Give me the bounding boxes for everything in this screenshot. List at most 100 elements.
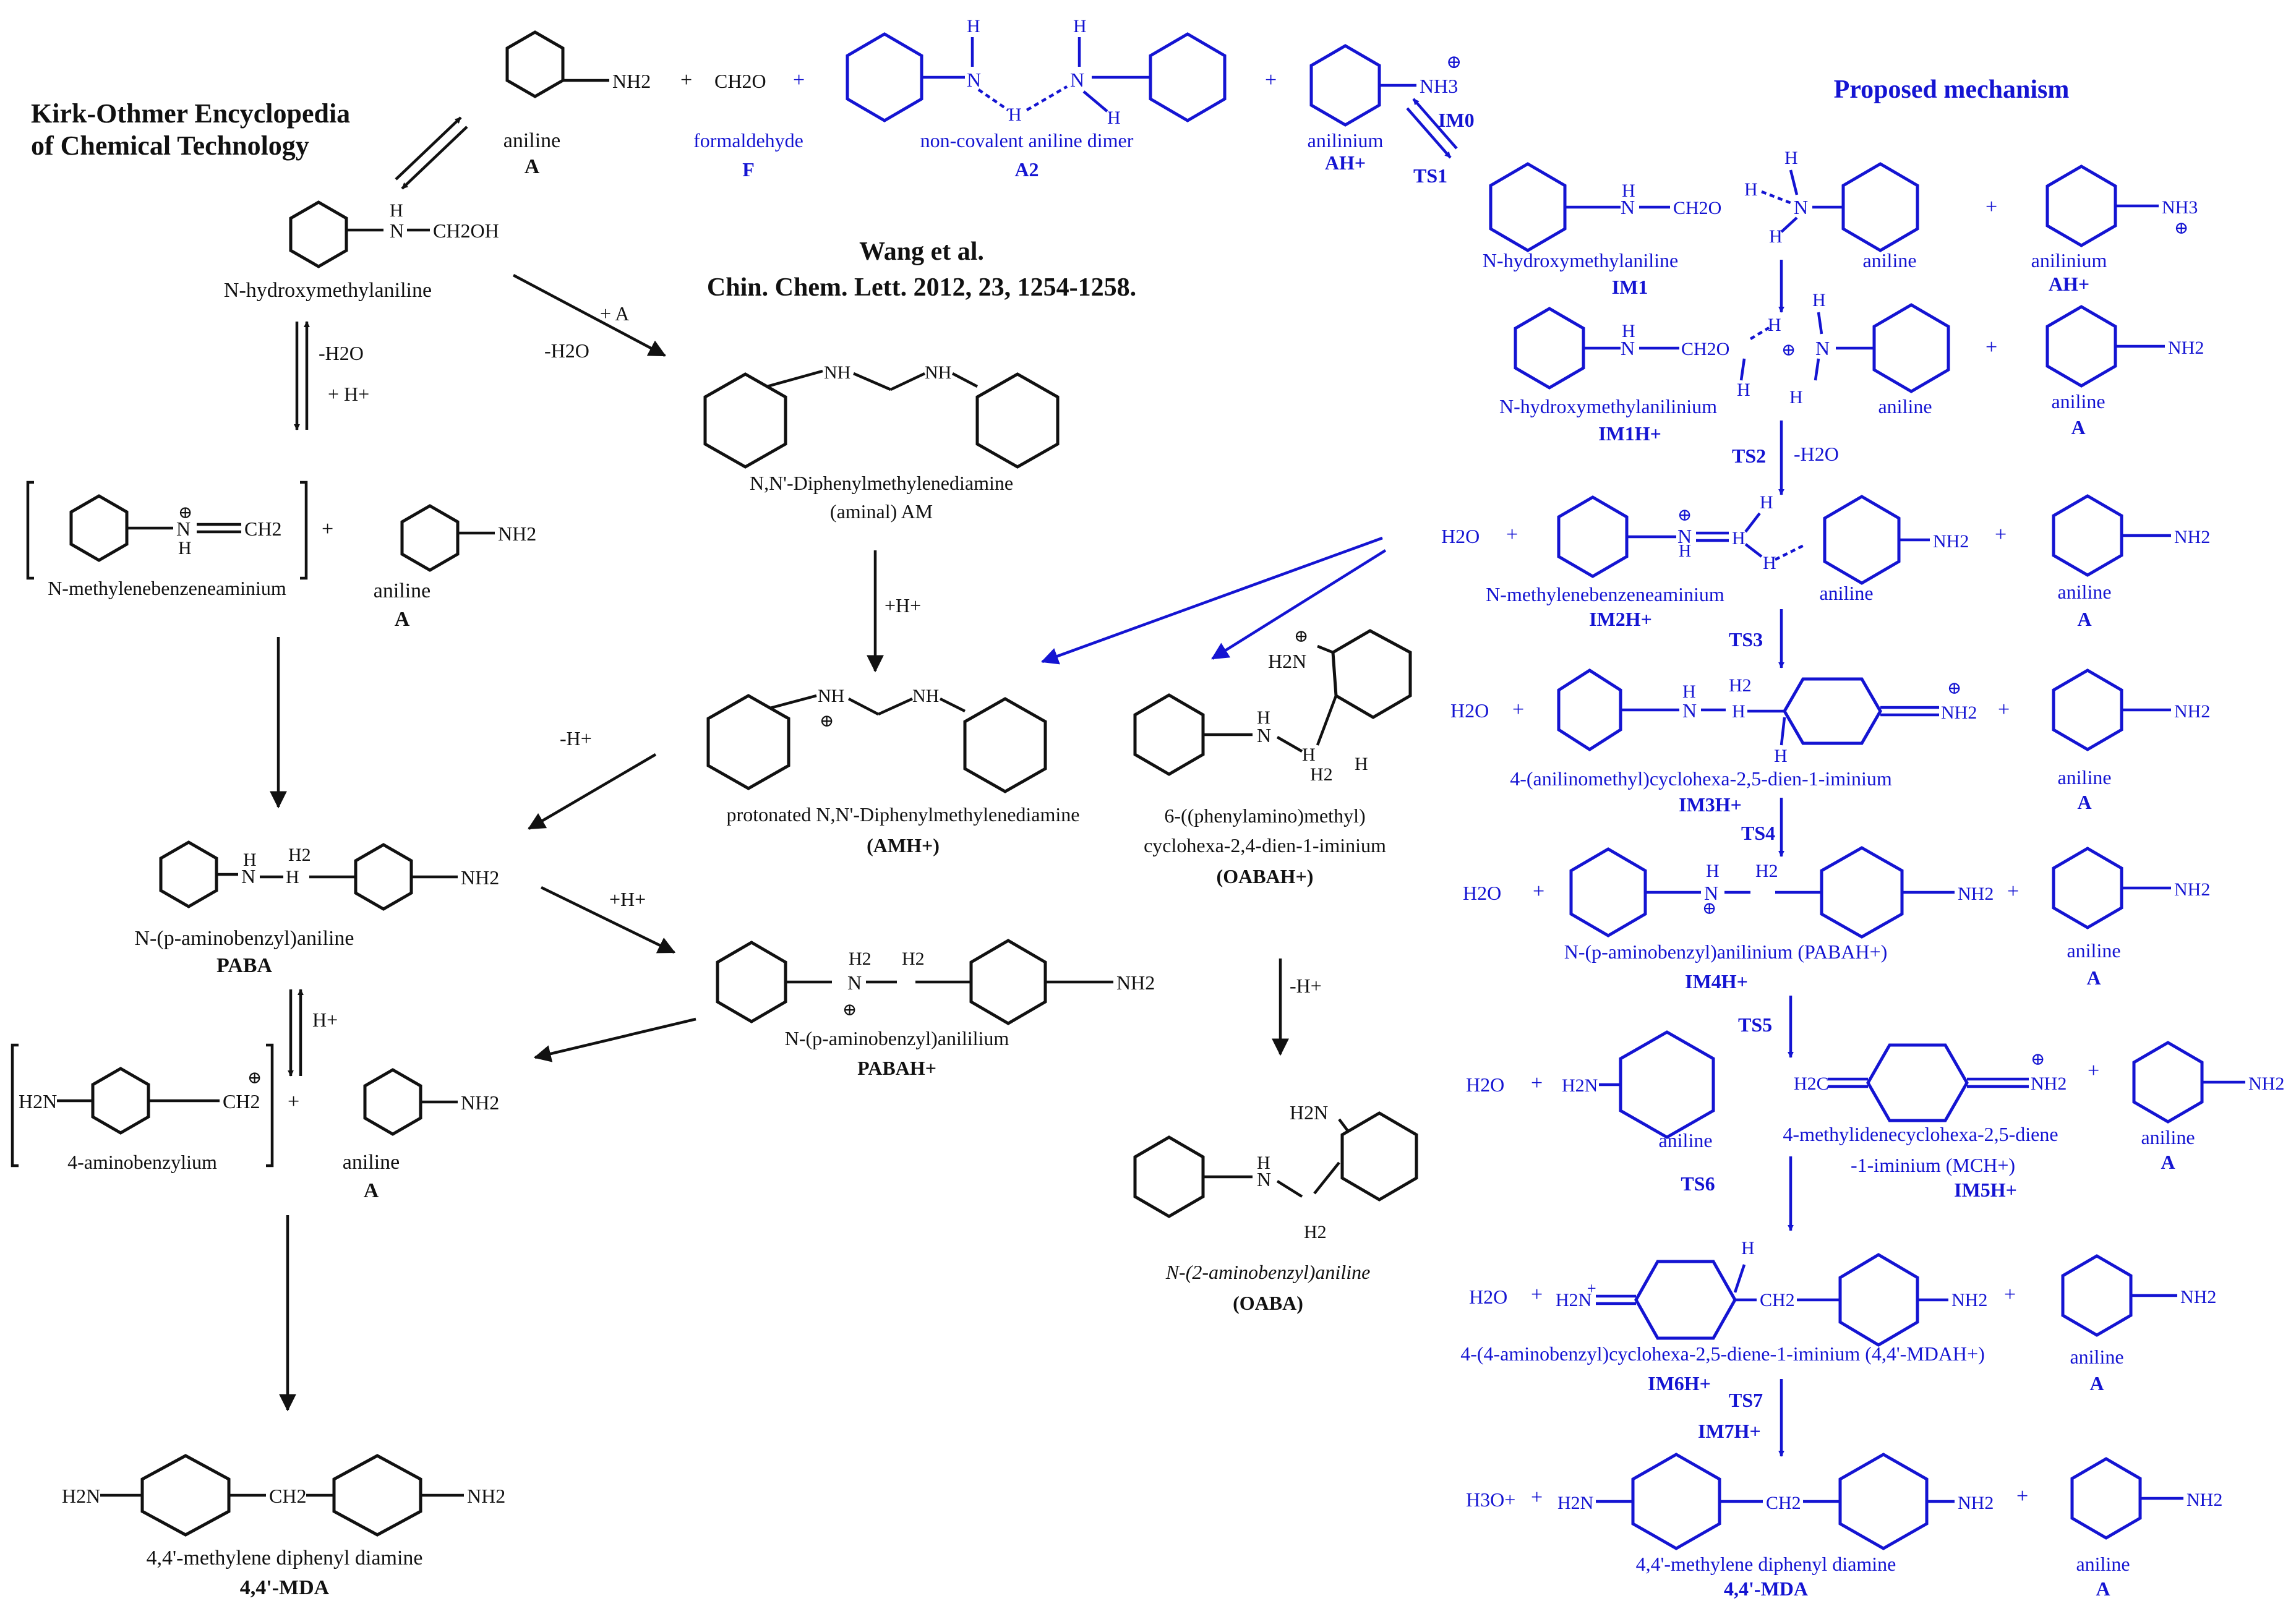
svg-text:H: H	[1763, 553, 1776, 573]
svg-text:CH2: CH2	[1760, 1290, 1795, 1310]
proposed-mechanism-title: Proposed mechanism	[1834, 75, 2070, 104]
svg-text:H2: H2	[1729, 675, 1752, 696]
svg-text:aniline: aniline	[2141, 1126, 2195, 1148]
svg-text:CH2O: CH2O	[1681, 339, 1729, 359]
svg-text:N: N	[1794, 196, 1808, 218]
svg-text:NH2: NH2	[2180, 1287, 2216, 1307]
im2-label: N-methylenebenzeneaminium	[1486, 583, 1724, 605]
ch2o-formula: CH2O	[714, 70, 766, 92]
svg-text:H2: H2	[1304, 1222, 1327, 1242]
svg-text:H: H	[1774, 746, 1788, 766]
aminobenzylium-label: 4-aminobenzylium	[67, 1151, 217, 1173]
anilinium-top: NH3 ⊕ anilinium AH+	[1308, 44, 1462, 174]
im4-label: N-(p-aminobenzyl)anilinium (PABAH+)	[1564, 941, 1888, 963]
im1h: H N CH2O H H H ⊕ N H N-hydroxymethylanil…	[1499, 290, 1950, 445]
svg-text:aniline: aniline	[2076, 1553, 2130, 1575]
im1-label: N-hydroxymethylaniline	[1483, 249, 1678, 271]
svg-text:NH2: NH2	[498, 523, 536, 545]
svg-text:⊕: ⊕	[2031, 1050, 2045, 1069]
svg-text:⊕: ⊕	[1677, 506, 1692, 525]
paba-left: H N H2 H NH2 N-(p-aminobenzyl)aniline PA…	[135, 840, 499, 977]
svg-text:+: +	[1531, 1486, 1543, 1509]
svg-text:H: H	[1769, 226, 1783, 247]
svg-text:aniline: aniline	[1862, 249, 1916, 271]
dimer-label: non-covalent aniline dimer	[920, 129, 1134, 152]
svg-text:H: H	[1257, 1153, 1270, 1173]
arrow-to-aminal	[512, 274, 667, 357]
svg-text:H: H	[1622, 321, 1635, 341]
svg-text:N: N	[1621, 337, 1635, 359]
svg-text:H: H	[1107, 108, 1121, 128]
hma-label: N-hydroxymethylaniline	[224, 279, 432, 302]
aniline-top: NH2 aniline A	[503, 30, 651, 178]
svg-text:aniline: aniline	[374, 579, 431, 602]
svg-text:N: N	[1682, 699, 1697, 722]
aniline-left-3: NH2 aniline A	[343, 1068, 499, 1202]
amh-code: (AMH+)	[867, 834, 940, 856]
svg-text:N: N	[176, 518, 191, 540]
svg-text:H: H	[1706, 861, 1720, 881]
oaba-code: (OABA)	[1233, 1292, 1303, 1314]
svg-text:+: +	[2004, 1283, 2016, 1306]
svg-text:aniline: aniline	[1819, 582, 1873, 604]
kirk-othmer-title: Kirk-Othmer Encyclopedia	[31, 98, 350, 129]
im1: H N CH2O H H N H N-hydroxymethylaniline …	[1483, 148, 1919, 298]
svg-text:H: H	[1622, 181, 1635, 201]
svg-text:H2N: H2N	[1562, 1075, 1598, 1096]
svg-text:CH2: CH2	[269, 1485, 306, 1507]
formaldehyde-code: F	[742, 158, 755, 181]
svg-text:H2N: H2N	[62, 1485, 100, 1507]
svg-text:A: A	[395, 608, 410, 631]
svg-text:N: N	[1815, 337, 1830, 359]
arrow-im2-to-amh	[1040, 536, 1383, 665]
svg-text:AH+: AH+	[2049, 273, 2089, 295]
oabah-code: (OABAH+)	[1217, 865, 1314, 887]
svg-text:H: H	[178, 538, 192, 558]
im0-arrow	[1406, 107, 1452, 159]
svg-text:NH2: NH2	[2174, 701, 2210, 722]
svg-text:⊕: ⊕	[1446, 52, 1462, 72]
plus-hplus-label-mid: +H+	[885, 594, 921, 617]
paba-left-code: PABA	[216, 954, 272, 977]
oabah-label-1: 6-((phenylamino)methyl)	[1164, 805, 1365, 827]
svg-text:⊕: ⊕	[820, 712, 834, 731]
im3-aniline: NH2 aniline A	[2052, 668, 2210, 813]
svg-text:⊕: ⊕	[247, 1069, 262, 1088]
amh-label: protonated N,N'-Diphenylmethylenediamine	[727, 803, 1080, 826]
svg-text:NH2: NH2	[461, 866, 499, 889]
mda-left: H2N CH2 NH2 4,4'-methylene diphenyl diam…	[62, 1454, 505, 1599]
aniline-dimer: H N H H N H non-covalent aniline dimer A…	[846, 16, 1227, 181]
im5-code: IM5H+	[1954, 1179, 2017, 1201]
svg-text:H2N: H2N	[1290, 1101, 1328, 1124]
svg-text:H: H	[1744, 179, 1758, 200]
arrow-im2-to-oabah	[1211, 549, 1387, 660]
svg-text:aniline: aniline	[2067, 939, 2120, 962]
svg-text:+: +	[1531, 1072, 1543, 1095]
mda-right-code: 4,4'-MDA	[1724, 1578, 1808, 1600]
svg-text:+: +	[1998, 698, 2010, 721]
im6h: H2N + H CH2 NH2 4-(4-aminobenzyl)cyclohe…	[1460, 1238, 1987, 1394]
svg-text:+: +	[2007, 880, 2019, 903]
aminal-label: N,N'-Diphenylmethylenediamine	[750, 472, 1013, 494]
svg-text:H2C: H2C	[1794, 1074, 1829, 1094]
n-hydroxymethylaniline: H N CH2OH N-hydroxymethylaniline	[224, 200, 499, 302]
svg-text:H: H	[1741, 1238, 1755, 1258]
svg-text:aniline: aniline	[2057, 581, 2111, 603]
svg-text:H: H	[1768, 315, 1781, 335]
svg-text:N: N	[1257, 1168, 1271, 1190]
svg-text:H: H	[1784, 148, 1798, 168]
svg-text:H: H	[1682, 681, 1696, 702]
svg-text:H: H	[1732, 701, 1746, 722]
svg-text:H: H	[1732, 528, 1746, 549]
svg-text:NH2: NH2	[2174, 527, 2210, 547]
im7-label: IM7H+	[1698, 1420, 1761, 1442]
ts2-label: TS2	[1732, 445, 1766, 467]
svg-text:A: A	[2071, 416, 2085, 438]
svg-text:NH2: NH2	[1941, 702, 1977, 723]
minus-hplus-label-2: -H+	[1290, 975, 1322, 997]
svg-text:CH2: CH2	[223, 1090, 260, 1112]
svg-text:aniline: aniline	[2057, 766, 2111, 788]
svg-text:NH2: NH2	[467, 1485, 505, 1507]
svg-text:+: +	[680, 69, 692, 92]
svg-text:H: H	[1302, 745, 1316, 765]
